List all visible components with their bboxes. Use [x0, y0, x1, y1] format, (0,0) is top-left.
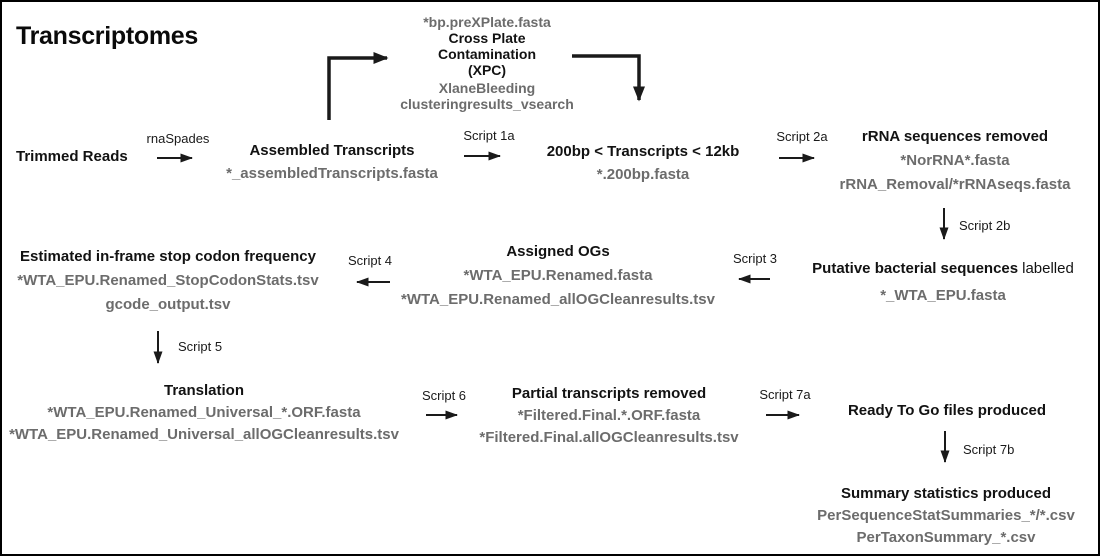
node-title: Ready To Go files produced	[847, 402, 1047, 419]
node-title-bold: Putative bacterial sequences	[812, 260, 1019, 277]
arrow-label-script-2b: Script 2b	[959, 218, 1011, 233]
node-size-filter: 200bp < Transcripts < 12kb *.200bp.fasta	[547, 140, 740, 186]
node-title-line: Cross Plate	[448, 30, 526, 46]
node-file: *WTA_EPU.Renamed_Universal_*.ORF.fasta	[47, 404, 361, 421]
node-file: rRNA_Removal/*rRNAseqs.fasta	[839, 176, 1071, 193]
node-file: PerSequenceStatSummaries_*/*.csv	[817, 507, 1075, 524]
node-ready-to-go: Ready To Go files produced	[848, 401, 1046, 421]
node-title: Estimated in-frame stop codon frequency	[20, 248, 316, 265]
node-file: *Filtered.Final.allOGCleanresults.tsv	[479, 429, 739, 446]
node-rrna-removed: rRNA sequences removed *NorRNA*.fasta rR…	[840, 125, 1071, 197]
node-title: Assigned OGs	[506, 243, 610, 260]
arrow-xpc-to-size-filter	[572, 54, 645, 102]
node-title-line: Contamination	[438, 46, 536, 62]
arrow-label-script-4: Script 4	[347, 253, 393, 268]
node-file: *_WTA_EPU.fasta	[880, 287, 1006, 304]
node-stop-codon-frequency: Estimated in-frame stop codon frequency …	[17, 245, 318, 317]
node-title: Summary statistics produced	[840, 485, 1052, 502]
arrow-label-script-1a: Script 1a	[463, 128, 515, 143]
node-file: PerTaxonSummary_*.csv	[856, 529, 1036, 546]
arrow-label-script-6: Script 6	[421, 388, 467, 403]
node-summary-statistics: Summary statistics produced PerSequenceS…	[817, 483, 1075, 549]
node-file: *Filtered.Final.*.ORF.fasta	[517, 407, 701, 424]
page-title: Transcriptomes	[16, 22, 198, 50]
arrow-label-script-7a: Script 7a	[759, 387, 811, 402]
node-assigned-ogs: Assigned OGs *WTA_EPU.Renamed.fasta *WTA…	[401, 240, 715, 312]
node-title-line: (XPC)	[467, 62, 507, 78]
arrow-label-script-5: Script 5	[178, 339, 223, 354]
node-file: *WTA_EPU.Renamed.fasta	[463, 267, 653, 284]
node-title: rRNA sequences removed	[861, 128, 1049, 145]
node-title: Assembled Transcripts	[249, 142, 415, 159]
node-file: *WTA_EPU.Renamed_allOGCleanresults.tsv	[401, 291, 715, 308]
arrow-label-script-2a: Script 2a	[776, 129, 828, 144]
node-trimmed-reads: Trimmed Reads	[16, 148, 128, 166]
node-title: Translation	[163, 382, 245, 399]
arrow-label-script-7b: Script 7b	[963, 442, 1015, 457]
node-title: Trimmed Reads	[16, 148, 128, 165]
node-file: clusteringresults_vsearch	[400, 96, 574, 112]
node-file: *_assembledTranscripts.fasta	[226, 165, 438, 182]
arrow-assembled-to-xpc	[327, 52, 389, 120]
arrow-label-script-3: Script 3	[732, 251, 778, 266]
node-file: *WTA_EPU.Renamed_StopCodonStats.tsv	[17, 272, 319, 289]
node-title: Partial transcripts removed	[511, 385, 707, 402]
node-title-light: labelled	[1022, 260, 1074, 277]
node-file: *WTA_EPU.Renamed_Universal_allOGCleanres…	[9, 426, 399, 443]
node-file: *.200bp.fasta	[596, 166, 690, 183]
node-title: 200bp < Transcripts < 12kb	[546, 143, 740, 160]
node-file: *NorRNA*.fasta	[900, 152, 1010, 169]
node-file: *bp.preXPlate.fasta	[423, 14, 551, 30]
node-translation: Translation *WTA_EPU.Renamed_Universal_*…	[9, 380, 399, 446]
arrow-label-rnaspades: rnaSpades	[146, 131, 210, 146]
node-file: XlaneBleeding	[438, 80, 536, 96]
node-assembled-transcripts: Assembled Transcripts *_assembledTranscr…	[226, 139, 438, 185]
node-cross-plate-contamination: *bp.preXPlate.fasta Cross Plate Contamin…	[400, 14, 574, 112]
node-partial-removed: Partial transcripts removed *Filtered.Fi…	[479, 383, 738, 449]
node-file: gcode_output.tsv	[105, 296, 231, 313]
